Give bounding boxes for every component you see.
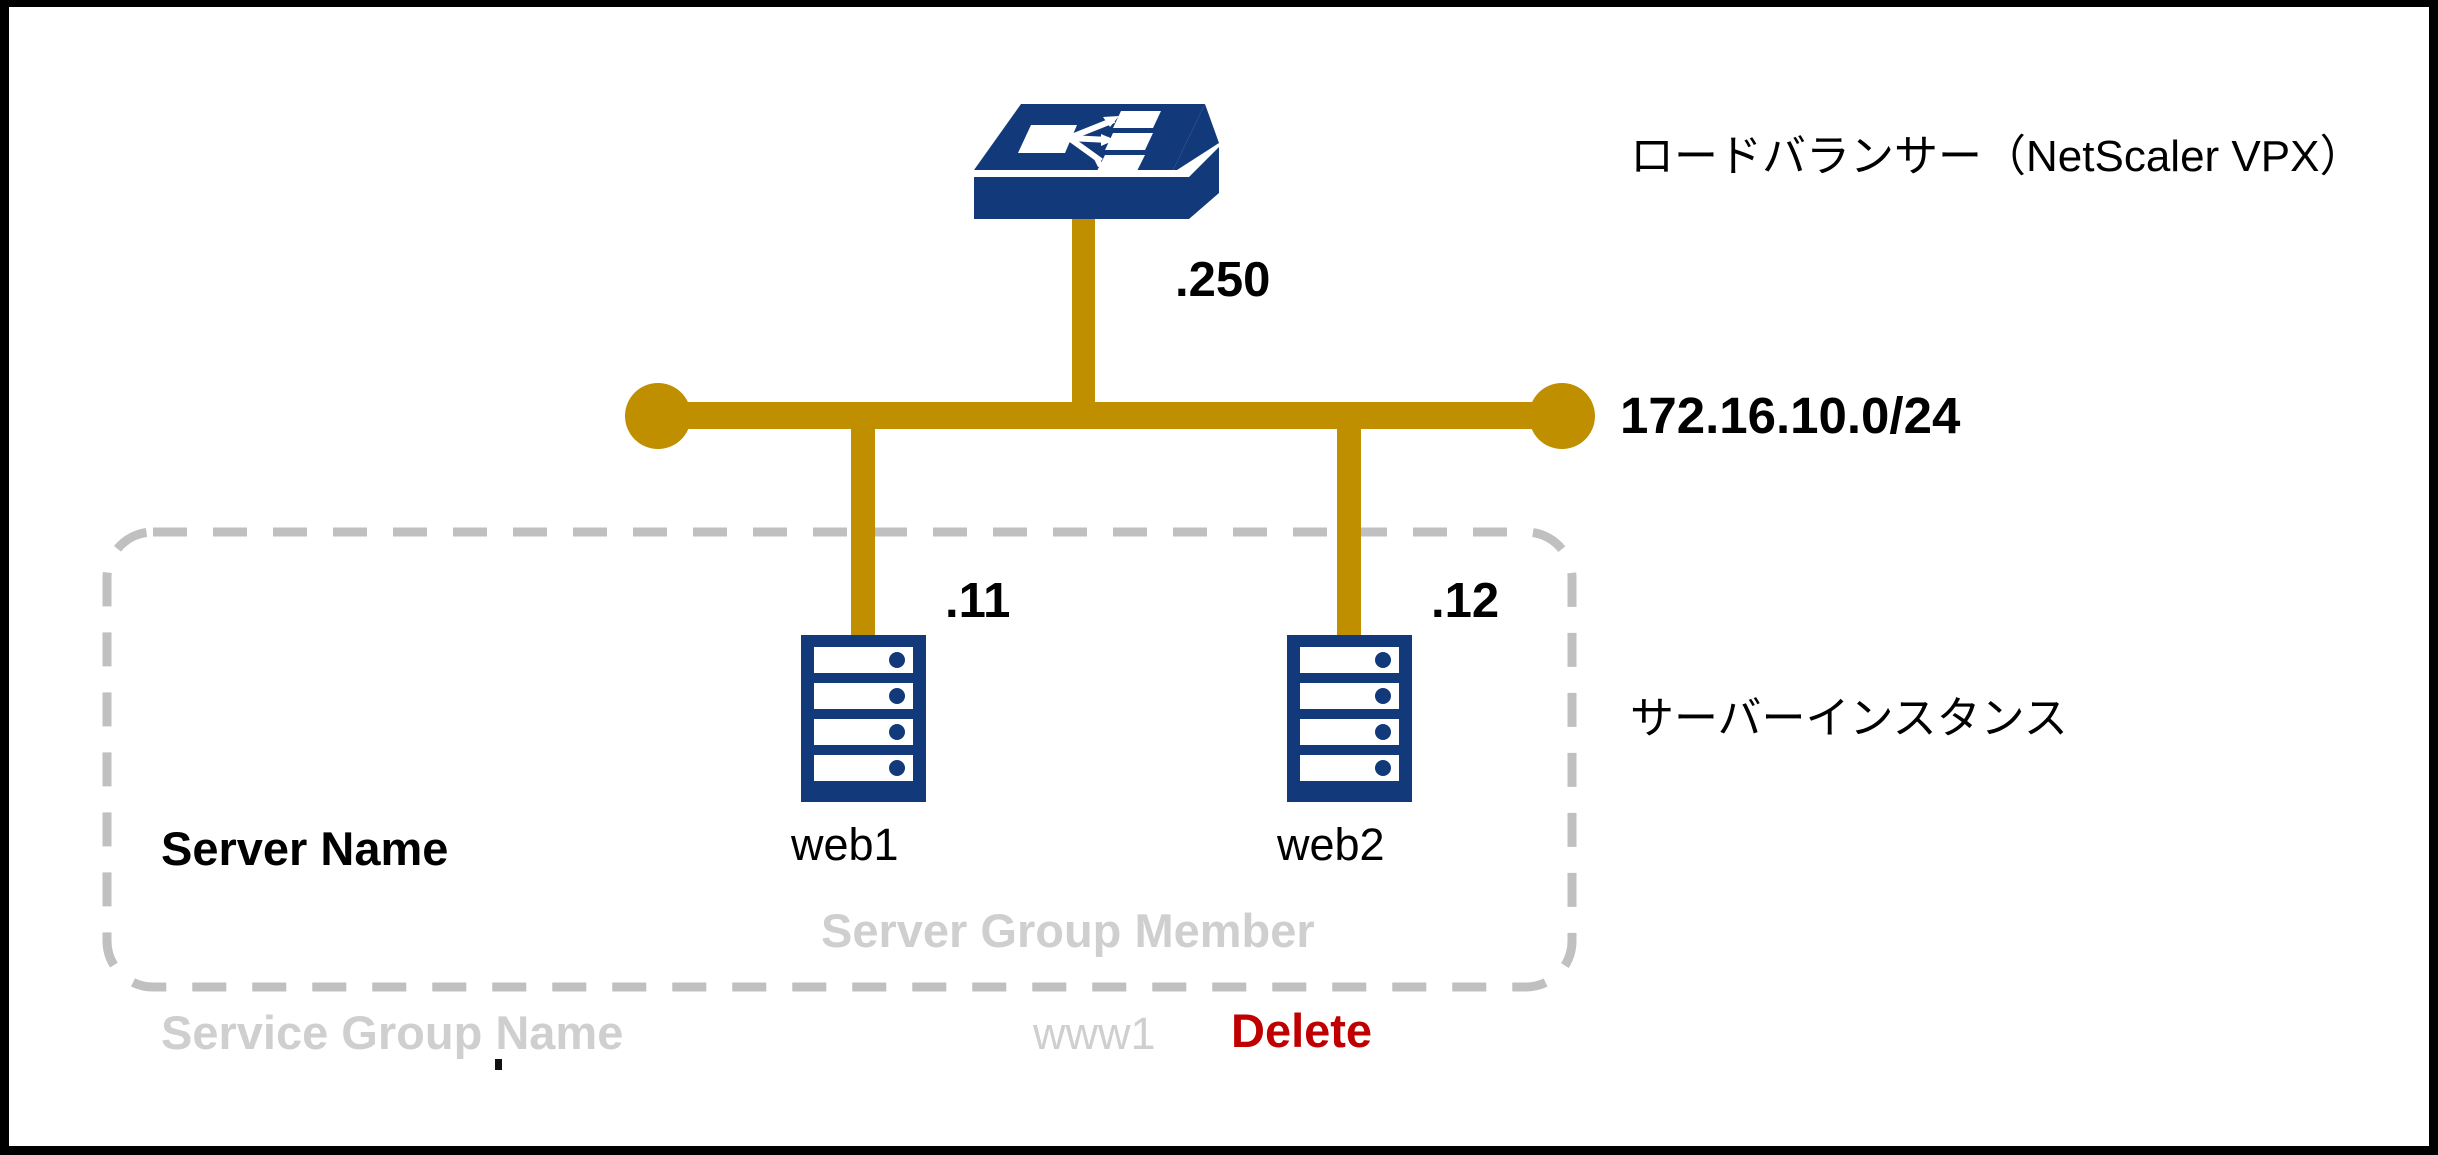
link-lb-to-bus [1072, 215, 1095, 422]
web2-ip-label: .12 [1431, 574, 1500, 628]
web2-hostname-label: web2 [1277, 819, 1385, 870]
diagram-vector-layer [102, 104, 1595, 992]
server-name-label: Server Name [161, 822, 449, 875]
server-rack-icon-web1 [801, 635, 926, 802]
load-balancer-label: ロードバランサー（NetScaler VPX） [1630, 132, 2364, 181]
load-balancer-switch-icon [974, 104, 1219, 219]
server-group-member-label: Server Group Member [821, 904, 1315, 957]
diagram-stage: ロードバランサー（NetScaler VPX） .250 172.16.10.0… [9, 7, 2429, 1146]
web1-ip-label: .11 [945, 574, 1011, 628]
stray-dot-artifact [495, 1059, 502, 1070]
link-bus-to-web2 [1337, 422, 1361, 637]
server-instance-label: サーバーインスタンス [1630, 694, 2068, 743]
load-balancer-ip-label: .250 [1175, 253, 1271, 307]
delete-label[interactable]: Delete [1231, 1004, 1373, 1057]
subnet-label: 172.16.10.0/24 [1620, 387, 1961, 444]
web1-hostname-label: web1 [791, 819, 899, 870]
service-group-value: www1 [1033, 1008, 1156, 1059]
server-group-dashed-boundary [102, 527, 1577, 992]
link-bus-to-web1 [851, 422, 875, 637]
bus-terminator-right [1529, 383, 1595, 449]
service-group-name-label: Service Group Name [161, 1006, 624, 1059]
network-bus-line [649, 402, 1569, 429]
server-rack-icon-web2 [1287, 635, 1412, 802]
bus-terminator-left [625, 383, 691, 449]
